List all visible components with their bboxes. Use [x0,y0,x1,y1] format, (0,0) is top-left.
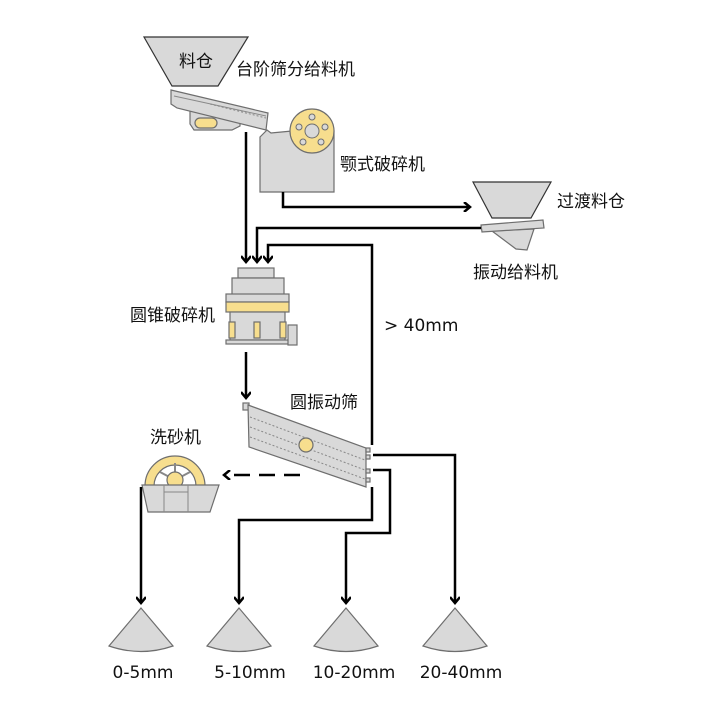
cone-crusher-label: 圆锥破碎机 [130,306,215,326]
step-screen-feeder [170,89,269,131]
sand-washer [141,455,220,513]
transition-hopper [472,181,553,219]
pile-5-10mm [205,607,273,653]
pile-20-40mm [421,607,489,653]
flow-return-oversize [268,243,374,445]
jaw-crusher-label: 颚式破碎机 [340,155,425,175]
output-label-10-20mm: 10-20mm [313,663,396,683]
transition-hopper-label: 过渡料仓 [557,192,625,212]
flow-jaw-to-transition [281,192,470,207]
cone-crusher [225,267,298,346]
sand-washer-label: 洗砂机 [150,428,201,448]
pile-10-20mm [312,607,380,653]
vibrating-feeder-label: 振动给料机 [473,263,558,283]
vibrating-feeder [480,219,545,251]
hopper-label: 料仓 [179,52,213,72]
pile-0-5mm [107,607,175,653]
flow-vibfeeder-to-cone [257,226,481,262]
flow-to-20-40mm [373,453,455,603]
step-screen-feeder-label: 台阶筛分给料机 [236,60,355,80]
hopper: 料仓 [142,36,250,87]
output-label-0-5mm: 0-5mm [113,663,174,683]
return-size-label: > 40mm [384,316,458,336]
output-label-5-10mm: 5-10mm [214,663,286,683]
circular-vibrating-screen [242,402,371,488]
output-label-20-40mm: 20-40mm [420,663,503,683]
flow-to-10-20mm [346,468,392,603]
jaw-crusher [259,108,335,193]
flow-to-5-10mm [239,487,374,603]
screen-label: 圆振动筛 [290,393,358,413]
